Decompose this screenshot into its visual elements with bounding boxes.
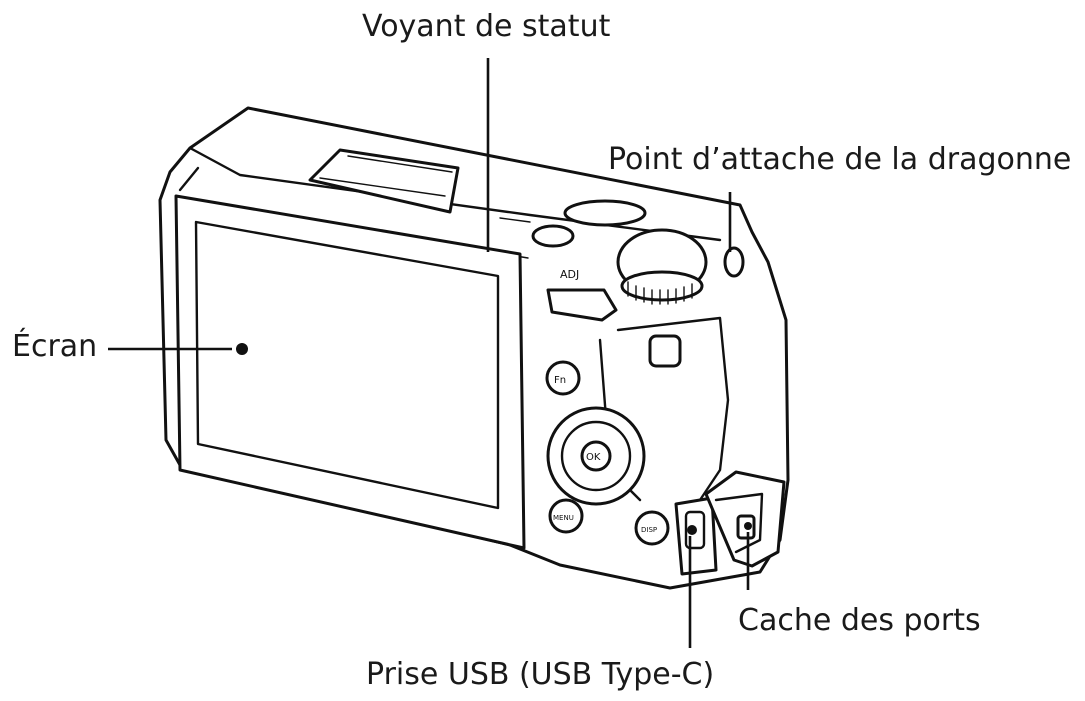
menu-text: MENU bbox=[553, 514, 574, 522]
label-strap-lug: Point d’attache de la dragonne bbox=[608, 145, 1071, 175]
fn-text: Fn bbox=[554, 375, 566, 386]
usb-port-dot bbox=[687, 525, 697, 535]
label-screen: Écran bbox=[12, 332, 97, 362]
port-cover-dot bbox=[744, 522, 752, 530]
adj-text: ADJ bbox=[560, 268, 579, 281]
screen-dot bbox=[236, 343, 248, 355]
strap-lug bbox=[725, 248, 743, 276]
disp-text: DISP bbox=[641, 526, 657, 534]
label-usb-port: Prise USB (USB Type-C) bbox=[366, 660, 714, 690]
screen bbox=[176, 196, 524, 548]
label-port-cover: Cache des ports bbox=[738, 606, 981, 636]
label-status-led: Voyant de statut bbox=[362, 12, 610, 42]
ok-text: OK bbox=[586, 452, 601, 463]
